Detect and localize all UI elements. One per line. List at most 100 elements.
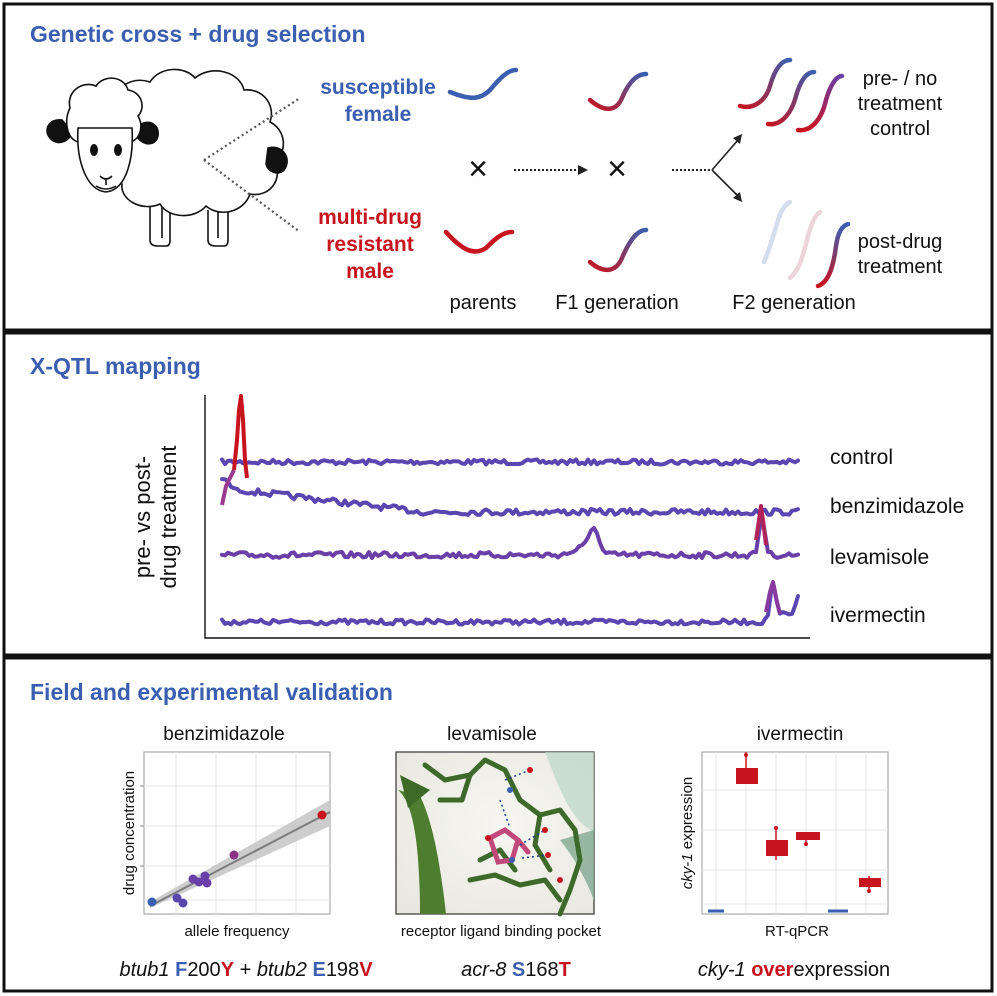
benz-ylabel: drug concentration [121, 771, 138, 895]
caption-btub1: btub1 [119, 959, 169, 981]
qtl-peak-benzimidazole [232, 394, 249, 479]
label-post-drug: post-drug [858, 231, 943, 253]
iver-xlabel: RT-qPCR [765, 923, 829, 940]
benz-scatter-plot [140, 751, 331, 915]
benz-point [172, 893, 182, 903]
lev-title: levamisole [447, 724, 537, 745]
qtl-track-levamisole [220, 513, 800, 560]
worm-susceptible-female [447, 67, 519, 100]
benz-point [202, 878, 212, 888]
cross-symbol-1: × [468, 150, 488, 188]
iver-boxplot [701, 751, 889, 915]
caption-btub2-ref: E [312, 959, 325, 981]
qtl-axes [204, 395, 810, 639]
label-pre-no: pre- / no [863, 68, 937, 90]
sheep-icon [46, 68, 288, 247]
benz-title: benzimidazole [163, 724, 284, 745]
caption-over: over [751, 959, 793, 981]
lev-sublabel: receptor ligand binding pocket [401, 923, 602, 940]
worm-f2-top-1 [737, 57, 793, 110]
lev-caption: acr-8 S168T [461, 959, 571, 981]
iver-title: ivermectin [757, 724, 844, 745]
panel-validation-border [2, 656, 994, 993]
qtl-peaks [220, 394, 782, 615]
track-label-benzimidazole: benzimidazole [830, 495, 964, 518]
iver-ylabel: cky-1 expression [679, 777, 696, 890]
iver-box [859, 878, 881, 887]
caption-btub1-alt: Y [221, 959, 235, 981]
panel-cross-border [2, 2, 994, 332]
qtl-track-control [220, 457, 800, 467]
qtl-peak-ivermectin [764, 580, 782, 615]
caption-acr8-pos: 168 [525, 959, 558, 981]
benz-point [317, 810, 327, 820]
qtl-ylabel-line1: pre- vs post- [130, 456, 155, 578]
panel-validation-title: Field and experimental validation [30, 679, 393, 705]
iver-box [736, 768, 758, 784]
caption-acr8-ref: S [512, 959, 525, 981]
panel-qtl-border [2, 331, 994, 657]
iver-box [766, 840, 788, 856]
iver-box [796, 832, 820, 840]
caption-acr8-alt: T [559, 959, 571, 981]
label-susceptible: susceptible [320, 76, 436, 99]
dotted-line-down [203, 159, 301, 233]
caption-btub2-pos: 198 [326, 959, 359, 981]
label-female: female [345, 103, 412, 126]
benz-point [229, 850, 239, 860]
receptor-structure-image [395, 751, 595, 917]
label-control: control [870, 118, 930, 140]
caption-btub1-pos: 200 [187, 959, 220, 981]
label-parents: parents [450, 292, 517, 314]
label-treatment-2: treatment [858, 256, 943, 278]
worm-f2-bottom-3 [815, 221, 851, 289]
iver-ylabel-gene: cky-1 [679, 853, 696, 889]
arrow-branch-down [711, 169, 739, 197]
qtl-track-ivermectin [220, 584, 800, 627]
caption-expression: expression [793, 959, 890, 981]
label-f1-generation: F1 generation [555, 292, 678, 314]
arrow-head-f1 [578, 165, 588, 175]
benz-regression-line [149, 811, 331, 907]
label-treatment-1: treatment [858, 93, 943, 115]
arrow-head-up [733, 134, 742, 144]
worm-f2-bottom-1 [761, 199, 793, 265]
benz-caption: btub1 F200Y + btub2 E198V [119, 959, 373, 981]
caption-cky1: cky-1 [698, 959, 746, 981]
qtl-track-benzimidazole [220, 477, 800, 517]
arrow-branch-up [711, 139, 739, 171]
worm-f1-top [587, 71, 649, 111]
qtl-peak-benzimidazole-shoulder [220, 469, 236, 506]
caption-plus: + [240, 959, 252, 981]
benz-point [178, 898, 188, 908]
worm-f2-bottom-2 [787, 209, 823, 281]
cross-symbol-2: × [607, 150, 627, 188]
qtl-peak-levamisole [754, 504, 768, 546]
track-label-ivermectin: ivermectin [830, 604, 926, 627]
iver-ylabel-rest: expression [679, 777, 696, 850]
qtl-ylabel-line2: drug treatment [156, 445, 181, 588]
caption-btub2: btub2 [257, 959, 307, 981]
track-label-levamisole: levamisole [830, 546, 929, 569]
label-resistant: resistant [326, 233, 414, 256]
worm-f2-top-2 [765, 69, 817, 127]
benz-xlabel: allele frequency [184, 923, 290, 940]
worm-f2-top-3 [795, 73, 845, 133]
caption-btub2-alt: V [359, 959, 373, 981]
worm-resistant-male [443, 229, 515, 254]
caption-acr8: acr-8 [461, 959, 506, 981]
panel-cross-title: Genetic cross + drug selection [30, 21, 366, 47]
dotted-line-up [203, 97, 301, 161]
label-multi-drug: multi-drug [318, 206, 422, 229]
caption-btub1-ref: F [175, 959, 187, 981]
benz-point [200, 871, 210, 881]
benz-point [147, 897, 157, 907]
worm-f1-bottom [587, 227, 649, 272]
label-male: male [346, 260, 394, 283]
benz-point [194, 877, 204, 887]
panel-qtl-title: X-QTL mapping [30, 353, 201, 379]
arrow-head-down [733, 192, 742, 202]
track-label-control: control [830, 446, 893, 469]
